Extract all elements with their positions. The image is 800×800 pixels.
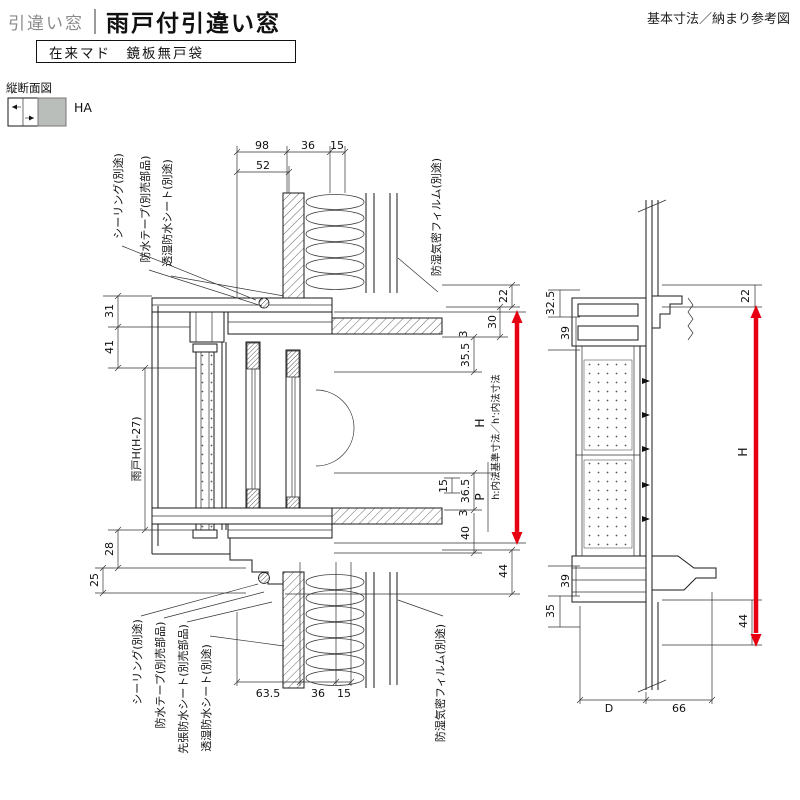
sealing-backup-rod-bottom	[258, 572, 270, 584]
side-dim-66: 66	[672, 702, 686, 715]
outer-glass	[251, 369, 256, 489]
dim-left-28: 28	[103, 542, 116, 556]
side-sill-frame	[571, 555, 717, 603]
dimensions-bottom: 63.5 36 15	[233, 562, 355, 700]
side-dim-22: 22	[739, 289, 752, 303]
callout-breathable-sheet-bottom: 透湿防水シート(別途)	[199, 644, 213, 752]
head-frame	[151, 297, 443, 343]
side-dim-H: H	[735, 447, 750, 456]
dim-top-52: 52	[256, 159, 270, 172]
callout-waterproof-tape-top: 防水テープ(別売部品)	[138, 156, 152, 263]
shutter-head-rail	[189, 311, 225, 343]
dim-bottom-63-5: 63.5	[256, 687, 281, 700]
dim-bottom-15: 15	[337, 687, 351, 700]
arrow-right-icon	[29, 115, 34, 121]
outer-sash	[245, 341, 261, 517]
dim-left-31: 31	[103, 304, 116, 318]
dimensions-top: 98 36 15 52	[233, 139, 349, 298]
sealing-backup-rod-top	[258, 297, 270, 309]
callout-leaders	[121, 245, 444, 647]
side-wall-lines	[645, 200, 659, 690]
section-view-label: 縦断面図	[6, 81, 52, 95]
arrow-up-icon	[511, 310, 523, 323]
interior-board-top	[331, 317, 443, 335]
break-marks	[637, 199, 667, 693]
side-dimensions: 32.5 39 39 35 22 H 44 D 66	[544, 284, 762, 715]
title-divider	[94, 8, 96, 34]
dim-left-41: 41	[103, 340, 116, 354]
side-head-frame	[571, 295, 694, 347]
callout-vapor-film-bottom: 防湿気密フィルム(別途)	[433, 624, 447, 742]
side-dim-39-bottom: 39	[559, 574, 572, 588]
callout-pre-waterproof-sheet-bottom: 先張防水シート(別売部品)	[176, 624, 190, 754]
dim-right-22: 22	[497, 289, 510, 303]
window-category-label: 引違い窓	[8, 13, 84, 34]
dim-right-3b: 3	[457, 510, 470, 517]
dim-right-40: 40	[459, 526, 472, 540]
window-type-icon: HA	[7, 97, 92, 127]
callout-vapor-film-top: 防湿気密フィルム(別途)	[429, 158, 443, 276]
page-title: 雨戸付引違い窓	[106, 11, 281, 37]
bottom-wall	[282, 571, 398, 689]
dimensions-right: 22 30 3 35.5 H P 36.5 15 3 40 44 h:内法基準寸…	[285, 281, 526, 598]
dim-right-35-5: 35.5	[459, 343, 472, 368]
fastener-marks	[642, 378, 650, 522]
callout-sealing-bottom: シーリング(別途)	[130, 619, 144, 705]
dim-right-30: 30	[486, 315, 499, 329]
insulation-coil-bottom	[305, 574, 365, 686]
dimensions-left: 31 41 雨戸H(H-27) 28 25	[88, 292, 246, 597]
insulation-coil-top	[305, 194, 365, 290]
panel-square-icon	[37, 97, 67, 127]
dim-top-36: 36	[301, 139, 315, 152]
arrow-down-icon	[511, 532, 523, 545]
arrow-up-icon	[750, 305, 762, 318]
dim-right-P: P	[472, 493, 487, 501]
dim-left-25: 25	[88, 573, 101, 587]
sill-frame	[151, 507, 443, 585]
red-height-arrow-side	[750, 305, 762, 647]
dim-right-3a: 3	[457, 331, 470, 338]
dim-right-H: H	[472, 418, 487, 427]
side-section-view: 32.5 39 39 35 22 H 44 D 66	[544, 199, 762, 715]
dim-top-15: 15	[330, 139, 344, 152]
top-wall	[282, 192, 398, 299]
side-dim-D: D	[605, 702, 613, 715]
inner-glass	[291, 377, 296, 497]
side-dim-44: 44	[737, 614, 750, 628]
dim-right-44: 44	[497, 564, 510, 578]
arrow-left-icon	[12, 104, 17, 110]
inner-dimension-note: h:内法基準寸法／h':内法寸法	[490, 374, 502, 500]
dim-bottom-36: 36	[311, 687, 325, 700]
dim-left-shutter-height: 雨戸H(H-27)	[130, 416, 143, 481]
inner-sash	[285, 349, 301, 525]
header: 引違い窓 雨戸付引違い窓	[8, 4, 281, 38]
dim-right-15: 15	[437, 479, 450, 493]
type-code-label: HA	[74, 100, 92, 115]
arrow-down-icon	[750, 634, 762, 647]
side-dim-32-5: 32.5	[544, 291, 557, 316]
spec-box: 在来マド 鏡板無戸袋	[36, 40, 296, 63]
storm-shutter-case	[151, 298, 230, 555]
interior-board-bottom	[331, 507, 443, 525]
side-dim-35: 35	[544, 604, 557, 618]
callout-sealing-top: シーリング(別途)	[111, 153, 125, 239]
handle-swing-arc	[315, 389, 355, 467]
side-dim-39-top: 39	[559, 326, 572, 340]
side-panel	[575, 345, 650, 557]
dim-top-98: 98	[255, 139, 269, 152]
corner-note: 基本寸法／納まり参考図	[646, 12, 790, 27]
callout-waterproof-tape-bottom: 防水テープ(別売部品)	[153, 622, 167, 729]
dim-right-36-5: 36.5	[459, 479, 472, 504]
callout-breathable-sheet-top: 透湿防水シート(別途)	[160, 159, 174, 267]
red-height-arrow-main	[511, 310, 523, 545]
main-section-view: 98 36 15 52 31 41 雨戸H(H-27) 28 25 22	[88, 139, 526, 754]
callout-labels: シーリング(別途) 防水テープ(別売部品) 透湿防水シート(別途) 防湿気密フィ…	[111, 153, 447, 754]
storm-shutter-panel	[195, 351, 215, 531]
